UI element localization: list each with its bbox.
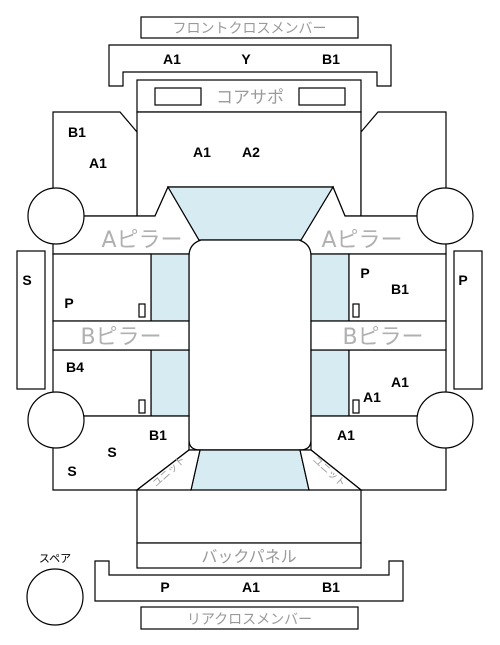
rear-right-quarter-a1-code: A1 — [337, 427, 355, 443]
rear-left-unit — [135, 449, 201, 491]
back-panel-label: バックパネル — [201, 547, 296, 566]
front-right-door — [348, 253, 447, 322]
left-side-sill — [16, 250, 46, 390]
rear-right-unit — [299, 449, 363, 491]
rear-right-wheel — [416, 391, 474, 449]
front-bumper-left-code: A1 — [163, 51, 181, 67]
engine-bay-left-code: A1 — [193, 144, 211, 160]
core-support-right-slot — [298, 87, 346, 106]
front-bumper-center-code: Y — [241, 51, 251, 67]
front-left-wheel — [27, 187, 85, 245]
spare-tire — [26, 568, 84, 626]
front-bumper-right-code: B1 — [322, 51, 340, 67]
rear-left-door-code: B4 — [66, 359, 84, 375]
rear-bumper-center-code: A1 — [242, 579, 260, 595]
rear-right-door-bottom-code: A1 — [363, 389, 381, 405]
a-pillar-left-label: Aピラー — [101, 228, 182, 253]
engine-bay-right-code: A2 — [242, 144, 260, 160]
windshield — [166, 186, 335, 241]
core-support-left-slot — [154, 87, 202, 106]
front-bumper — [108, 44, 392, 87]
rear-right-door-handle — [352, 399, 360, 414]
rear-bumper-left-code: P — [160, 579, 169, 595]
b-pillar-right-label: Bピラー — [342, 325, 423, 350]
right-side-sill — [453, 250, 483, 390]
rear-bumper — [94, 560, 404, 602]
rear-right-door-top-code: A1 — [391, 374, 409, 390]
front-right-wheel — [416, 187, 474, 245]
a-pillar-right-label: Aピラー — [321, 228, 402, 253]
rear-left-wheel — [27, 391, 85, 449]
b-pillar-left — [52, 320, 190, 351]
back-panel — [136, 542, 362, 569]
rear-cross-member-bar — [140, 606, 359, 630]
front-left-window — [150, 253, 190, 322]
rear-window — [190, 449, 310, 491]
spare-tire-label: スペア — [39, 552, 71, 565]
front-right-window — [310, 253, 350, 322]
rear-left-quarter-s-code: S — [107, 444, 116, 460]
rear-left-door-handle — [138, 399, 146, 414]
front-right-door-p-code: P — [360, 265, 369, 281]
left-side-sill-code: S — [22, 272, 31, 288]
front-right-door-b1-code: B1 — [391, 281, 409, 297]
rear-bumper-right-code: B1 — [322, 579, 340, 595]
front-left-fender-top-code: B1 — [68, 124, 86, 140]
right-side-sill-code: P — [458, 272, 467, 288]
roof — [188, 239, 312, 451]
rear-left-corner-s-code: S — [67, 463, 76, 479]
rear-cross-member-label: リアクロスメンバー — [187, 612, 312, 628]
rear-right-window — [310, 349, 350, 417]
front-cross-member-label: フロントクロスメンバー — [173, 21, 327, 37]
b-pillar-right — [310, 320, 447, 351]
rear-left-quarter-b1-code: B1 — [149, 427, 167, 443]
b-pillar-left-label: Bピラー — [80, 325, 161, 350]
front-left-door-code: P — [64, 295, 73, 311]
front-cross-member-bar — [140, 16, 359, 39]
rear-left-window — [150, 349, 190, 417]
front-left-door-handle — [138, 303, 146, 318]
core-support-label: コアサポ — [216, 88, 284, 108]
front-left-door — [52, 253, 152, 322]
front-right-door-handle — [352, 303, 360, 318]
front-left-fender-bottom-code: A1 — [89, 155, 107, 171]
